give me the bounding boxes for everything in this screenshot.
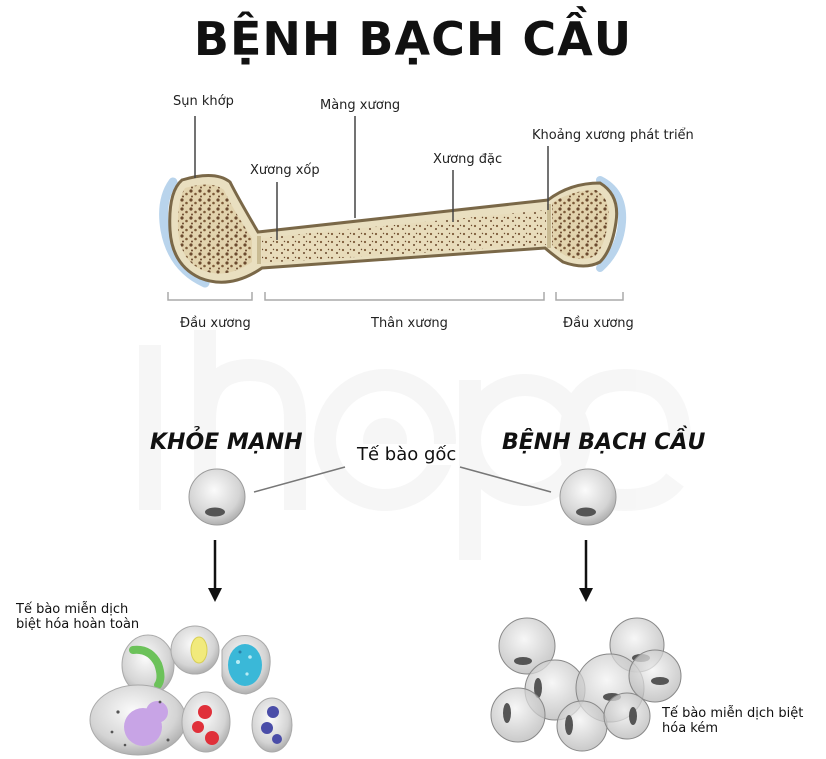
stem-cell-healthy — [188, 468, 246, 526]
label-periosteum: Màng xương — [320, 98, 401, 113]
note-leukemia: Tế bào miễn dịch biệt hóa kém — [662, 706, 803, 736]
spongy-head-left — [177, 184, 252, 274]
note-leukemia-line1: Tế bào miễn dịch biệt — [662, 706, 804, 721]
watermark-logo — [139, 330, 691, 560]
cartilage-right — [596, 176, 627, 272]
spongy-head-right — [552, 190, 609, 259]
note-leukemia-line2: hóa kém — [662, 721, 719, 736]
page-title: BỆNH BẠCH CẦU — [193, 12, 633, 66]
label-spongy-bone: Xương xốp — [250, 163, 320, 178]
bone-illustration — [159, 174, 627, 288]
note-healthy: Tế bào miễn dịch biệt hóa hoàn toàn — [16, 602, 139, 632]
label-growth-plate: Khoảng xương phát triển — [532, 128, 694, 143]
healthy-immune-cells — [89, 625, 293, 756]
label-head-left: Đầu xương — [180, 316, 251, 331]
label-head-right: Đầu xương — [563, 316, 634, 331]
label-shaft: Thân xương — [371, 316, 448, 331]
leader-lines — [194, 116, 549, 240]
arrow-healthy — [208, 540, 222, 602]
note-healthy-line2: biệt hóa hoàn toàn — [16, 617, 140, 632]
leukemia-cells — [490, 617, 682, 752]
label-compact-bone: Xương đặc — [433, 152, 503, 167]
stem-cell-connectors — [253, 466, 552, 493]
bone-brackets — [167, 292, 624, 301]
arrow-leukemia — [579, 540, 593, 602]
bone-shaft-marrow — [262, 210, 546, 263]
note-healthy-line1: Tế bào miễn dịch — [16, 602, 129, 617]
heading-healthy: KHỎE MẠNH — [150, 430, 303, 455]
heading-leukemia: BỆNH BẠCH CẦU — [502, 430, 706, 455]
label-stem-cell: Tế bào gốc — [355, 444, 459, 465]
label-cartilage: Sụn khớp — [173, 94, 234, 109]
stem-cell-leukemia — [559, 468, 617, 526]
